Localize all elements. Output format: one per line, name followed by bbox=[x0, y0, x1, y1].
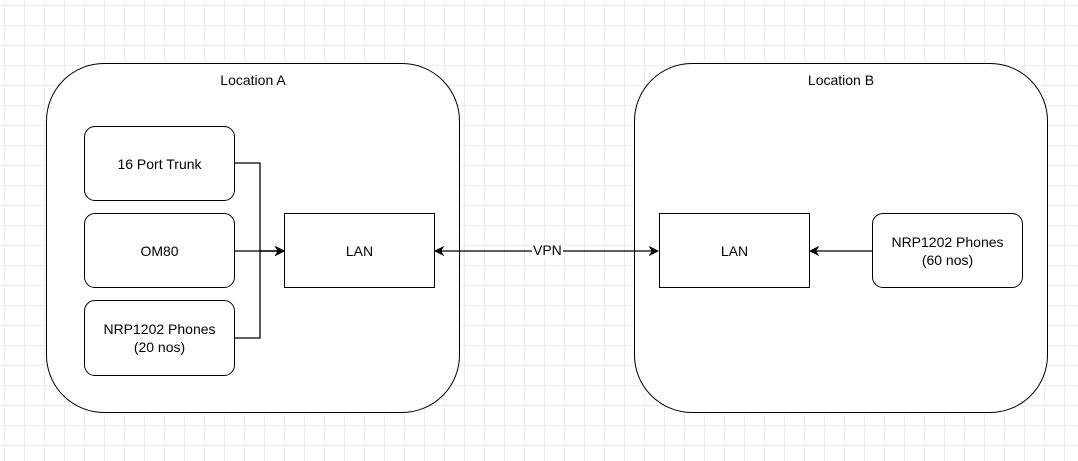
lan-b-node[interactable]: LAN bbox=[659, 213, 810, 288]
om80-node[interactable]: OM80 bbox=[84, 213, 235, 288]
trunk-node[interactable]: 16 Port Trunk bbox=[84, 126, 235, 201]
vpn-label: VPN bbox=[532, 242, 563, 258]
lan-a-node[interactable]: LAN bbox=[284, 213, 435, 288]
phones-b-node[interactable]: NRP1202 Phones (60 nos) bbox=[872, 213, 1023, 288]
phones-a-node[interactable]: NRP1202 Phones (20 nos) bbox=[84, 300, 235, 376]
location-a-title: Location A bbox=[220, 72, 286, 88]
location-b-title: Location B bbox=[807, 72, 875, 88]
